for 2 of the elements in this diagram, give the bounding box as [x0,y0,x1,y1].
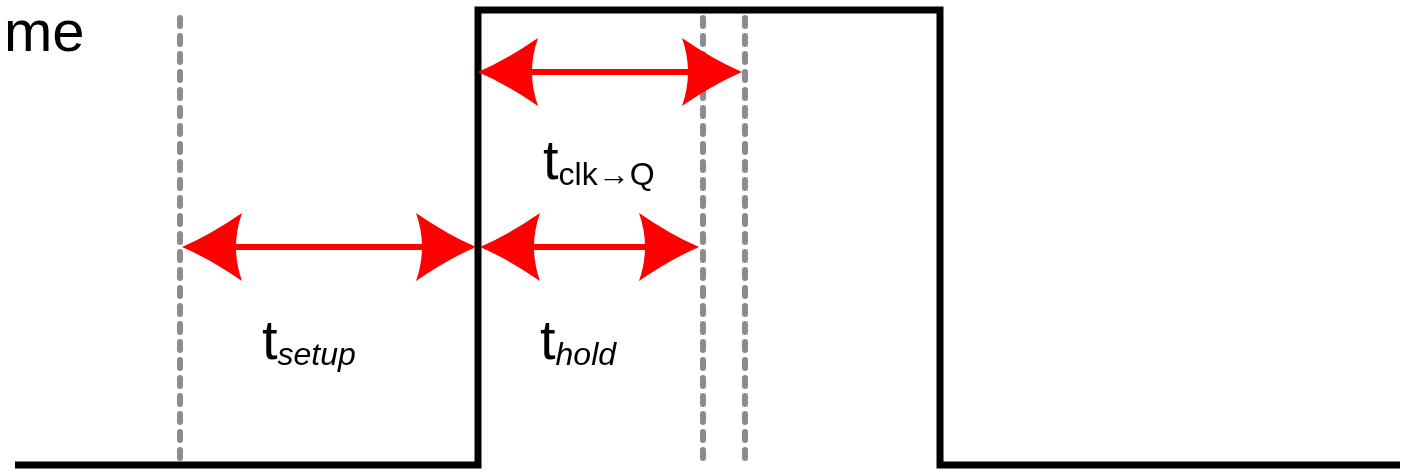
timing-label: t$_{hold}$ [540,312,617,368]
title-fragment: me [4,2,85,60]
